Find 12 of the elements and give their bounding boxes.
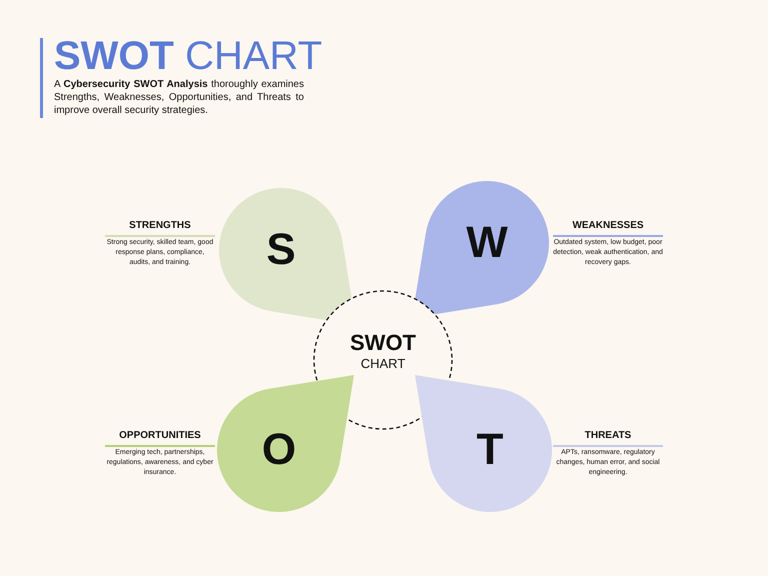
petal-letter: T [476, 425, 504, 475]
petal-letter: W [465, 218, 509, 268]
center-subtitle: CHART [360, 356, 406, 372]
title: SWOT CHART [54, 34, 322, 78]
section-heading: THREATS [553, 430, 663, 447]
petal-letter: O [260, 425, 298, 475]
petal-letter: S [265, 225, 297, 275]
section-heading: WEAKNESSES [553, 220, 663, 237]
section-heading: OPPORTUNITIES [105, 430, 215, 447]
section-heading: STRENGTHS [105, 220, 215, 237]
description-text: A Cybersecurity SWOT Analysis thoroughly examines Strengths, Weaknesses, Opportunities, and Threats to improve overall security strategies. [54, 78, 304, 117]
center-title: SWOT [349, 330, 417, 356]
